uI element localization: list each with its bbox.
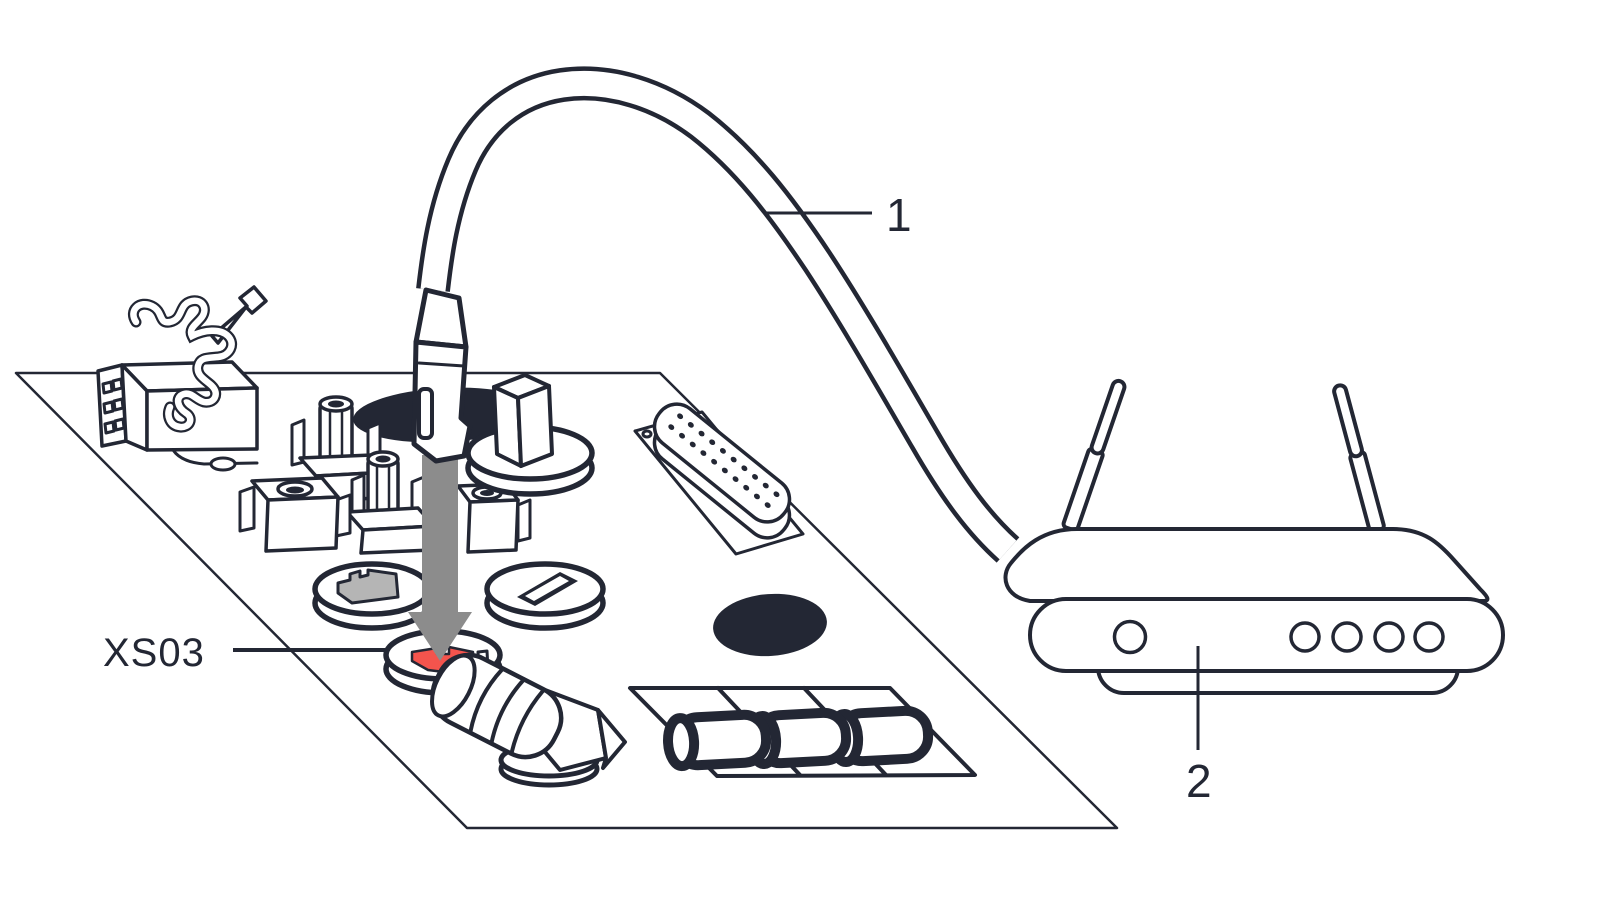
router-leds xyxy=(1112,619,1445,655)
cable-label: 1 xyxy=(886,189,913,241)
router-label: 2 xyxy=(1186,755,1213,807)
connection-cable xyxy=(416,66,1020,563)
wireless-router xyxy=(1003,378,1505,695)
antenna-right xyxy=(1332,383,1386,534)
cable-plug xyxy=(411,287,473,464)
keystone-port-disc xyxy=(312,561,432,631)
slot-port-disc xyxy=(484,561,606,631)
standoff-hex-short xyxy=(345,450,436,555)
led-indicator xyxy=(1413,621,1445,653)
callout-router: 2 xyxy=(1186,646,1213,807)
standoff-block-left xyxy=(238,476,352,553)
callout-cable: 1 xyxy=(765,189,913,241)
wire-clip xyxy=(127,285,268,433)
led-indicator xyxy=(1373,621,1405,653)
rotary-knob xyxy=(465,373,595,497)
xs03-label: XS03 xyxy=(103,631,205,675)
terminal-pins xyxy=(101,377,126,435)
insertion-arrow-icon xyxy=(408,455,472,661)
board-pad-center xyxy=(713,593,827,657)
terminal-block xyxy=(96,285,268,472)
db-connector xyxy=(633,402,805,556)
led-indicator xyxy=(1289,621,1321,653)
battery-cell xyxy=(663,709,772,772)
led-indicator xyxy=(1331,621,1363,653)
right-angle-connector xyxy=(430,649,627,788)
battery-holder xyxy=(628,686,977,778)
antenna-left xyxy=(1061,378,1127,533)
router-top xyxy=(1003,527,1490,603)
terminal-bracket xyxy=(171,448,259,472)
keystone-jack-icon xyxy=(336,568,400,605)
router-front xyxy=(1028,597,1505,673)
led-indicator xyxy=(1112,619,1148,655)
db-connector-pins xyxy=(668,413,780,508)
plug-slot xyxy=(417,387,434,440)
